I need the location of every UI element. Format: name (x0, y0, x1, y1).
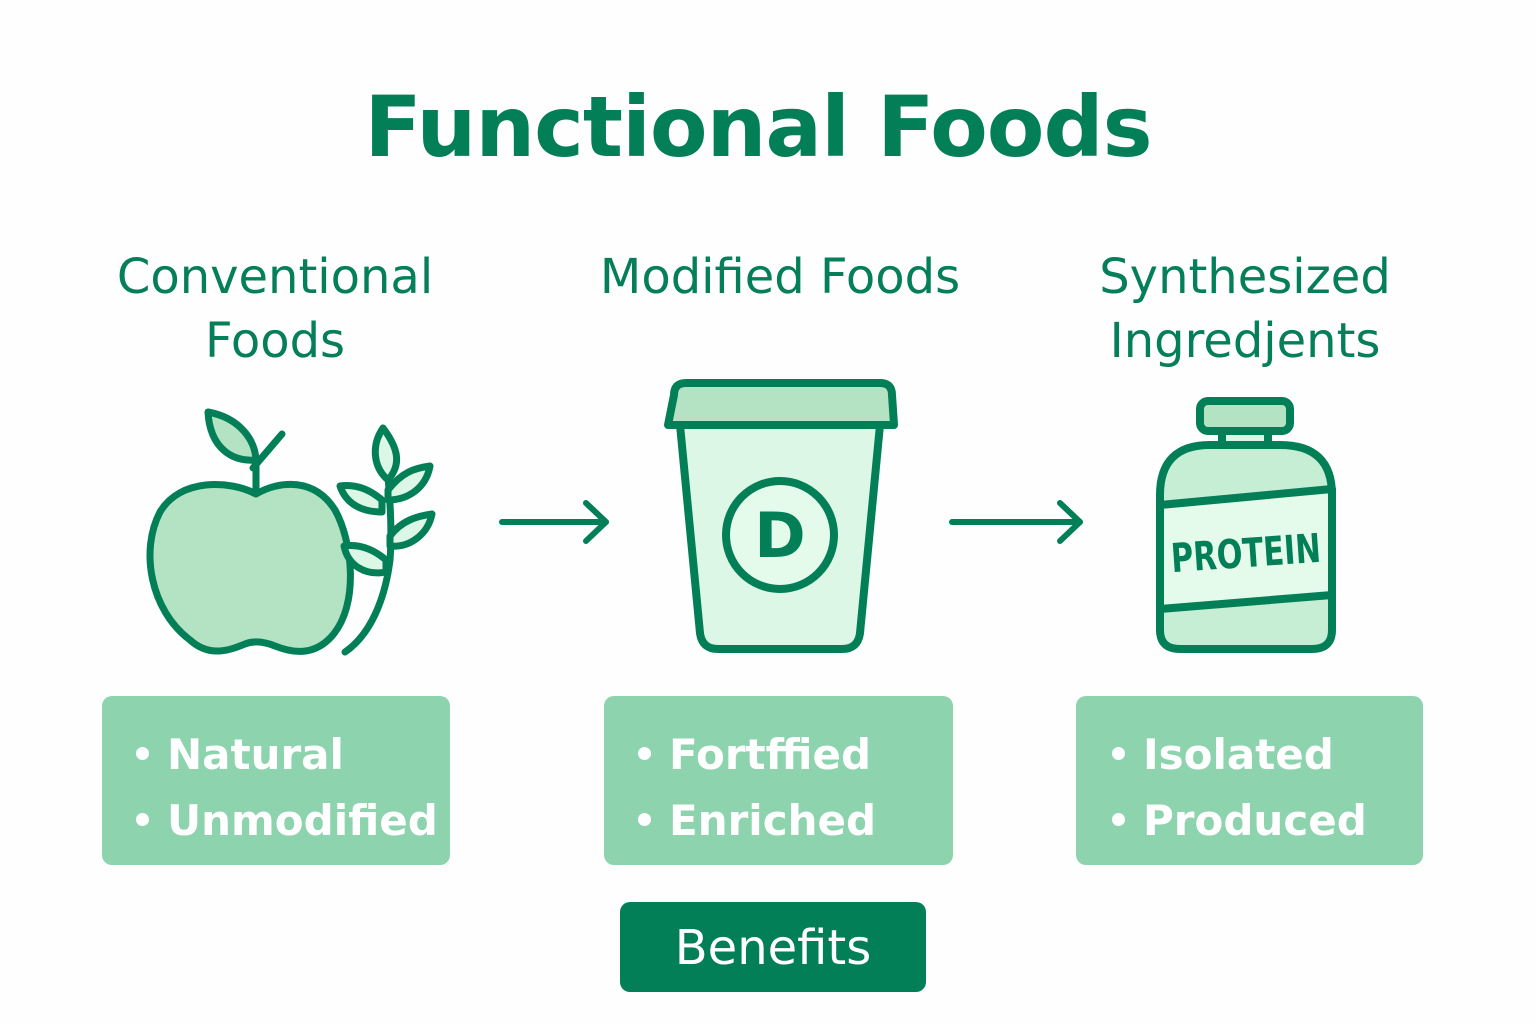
bullet-icon (136, 813, 149, 826)
list-item: Isolated (1112, 722, 1423, 788)
list-item: Produced (1112, 788, 1423, 854)
fortified-cup-icon: D (664, 379, 898, 653)
bullet-icon (136, 747, 149, 760)
list-item: Natural (136, 722, 450, 788)
protein-jar-icon: PROTEIN (1156, 397, 1336, 653)
bullet-icon (1112, 813, 1125, 826)
heading-line: Modified Foods (599, 249, 961, 305)
arrow-right-icon (949, 500, 1083, 544)
apple-wheat-icon (146, 408, 436, 656)
heading-line: Ingredjents (1109, 313, 1381, 369)
card-synthesized-ingredients: Isolated Produced (1076, 696, 1423, 865)
arrow-right-icon (499, 500, 609, 544)
protein-label: PROTEIN (1170, 526, 1323, 582)
heading-line: Synthesized (1099, 249, 1391, 305)
card-conventional-foods: Natural Unmodified (102, 696, 450, 865)
bullet-icon (638, 747, 651, 760)
benefits-button[interactable]: Benefits (620, 902, 926, 992)
vitamin-d-label: D (754, 499, 805, 572)
page-title: Functional Foods (364, 78, 1152, 176)
heading-conventional-foods: Conventional Foods (75, 245, 475, 373)
heading-line: Conventional (116, 249, 434, 305)
bullet-icon (1112, 747, 1125, 760)
heading-line: Foods (204, 313, 346, 369)
bullet-icon (638, 813, 651, 826)
heading-modified-foods: Modified Foods (560, 245, 1000, 309)
heading-synthesized-ingredients: Synthesized Ingredjents (1060, 245, 1430, 373)
list-item: Fortffied (638, 722, 953, 788)
list-item: Unmodified (136, 788, 450, 854)
card-modified-foods: Fortffied Enriched (604, 696, 953, 865)
list-item: Enriched (638, 788, 953, 854)
